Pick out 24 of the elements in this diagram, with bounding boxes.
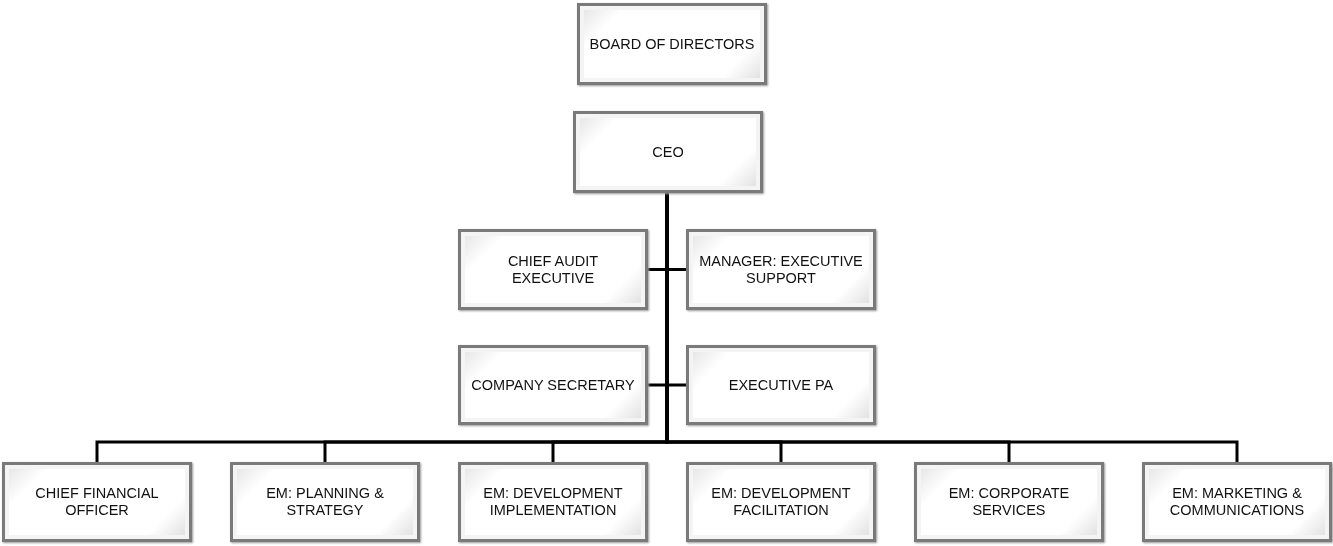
position-title: MANAGER: EXECUTIVE SUPPORT (698, 252, 864, 287)
position-box (573, 111, 763, 193)
position-box (2, 462, 192, 542)
position-title: EXECUTIVE PA (728, 376, 834, 394)
position-title: CHIEF FINANCIAL OFFICER (34, 485, 160, 519)
position-box (686, 229, 876, 310)
position-box (1142, 462, 1332, 542)
position-title: EM: DEVELOPMENT IMPLEMENTATION (482, 485, 624, 519)
position-title: EM: CORPORATE SERVICES (947, 485, 1071, 519)
position-box (458, 462, 648, 542)
position-box (686, 345, 876, 425)
position-box (230, 462, 420, 542)
position-box (914, 462, 1104, 542)
position-title: COMPANY SECRETARY (471, 376, 635, 394)
position-box (458, 229, 648, 310)
position-title: CEO (652, 143, 684, 161)
position-box (577, 3, 767, 85)
position-box (686, 462, 876, 542)
position-title: BOARD OF DIRECTORS (589, 35, 755, 53)
position-title: EM: DEVELOPMENT FACILITATION (710, 485, 852, 519)
position-title: CHIEF AUDIT EXECUTIVE (506, 252, 600, 287)
position-box (458, 345, 648, 425)
position-title: EM: MARKETING & COMMUNICATIONS (1168, 485, 1306, 519)
position-title: EM: PLANNING & STRATEGY (265, 485, 385, 519)
